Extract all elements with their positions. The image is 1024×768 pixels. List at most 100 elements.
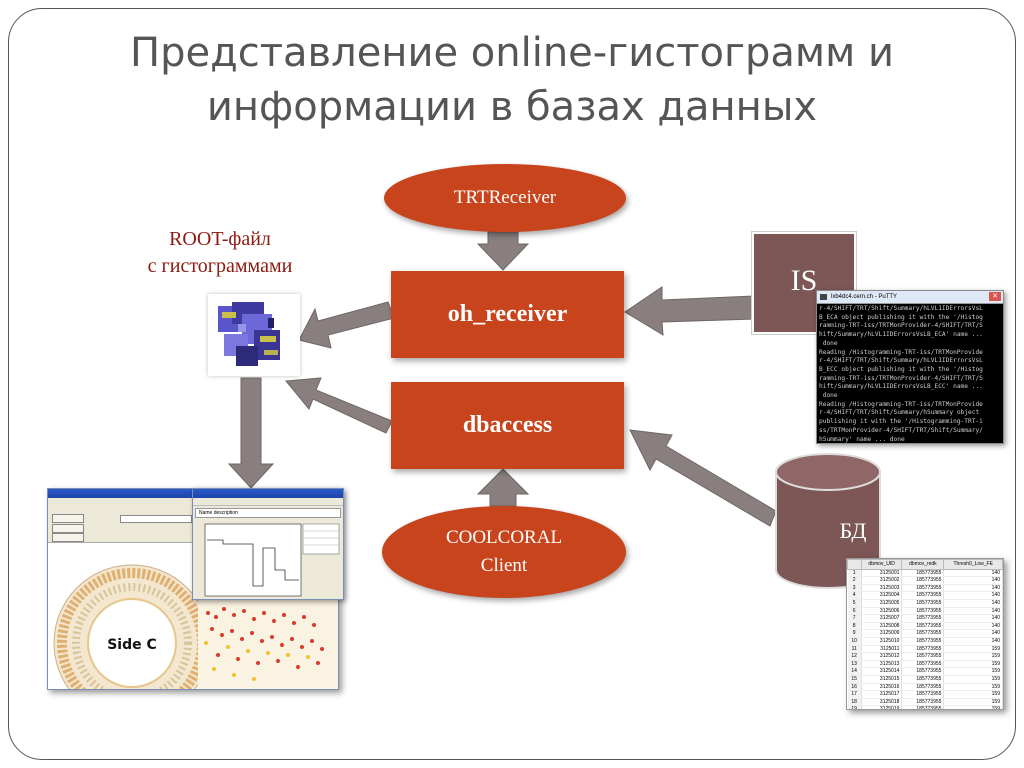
- table-cell: 3125018: [861, 698, 903, 707]
- table-cell: 140: [943, 591, 1003, 600]
- putty-line: r-4/SHIFT/TRT/Shift/Summary/hLVL1IDError…: [819, 357, 983, 365]
- table-cell: 3125003: [861, 584, 903, 593]
- putty-terminal-output: r-4/SHIFT/TRT/Shift/Summary/hLVL1IDError…: [817, 304, 1003, 443]
- table-cell: 185773955: [901, 622, 945, 631]
- table-cell: 140: [943, 599, 1003, 608]
- table-cell: 3125019: [861, 705, 903, 709]
- table-cell: 15: [847, 675, 862, 684]
- putty-line: Reading /Histogramming-TRT-iss/TRTMonPro…: [819, 400, 983, 408]
- arrow-dbaccess-to-root: [285, 377, 393, 434]
- table-cell: 3125005: [861, 599, 903, 608]
- table-cell: 5: [847, 599, 862, 608]
- node-trtreceiver-label: TRTReceiver: [453, 187, 557, 208]
- table-cell: 10: [847, 637, 862, 646]
- title-line-2: информации в базах данных: [206, 84, 818, 130]
- title-line-1: Представление online-гистограмм и: [130, 30, 894, 76]
- table-cell: 9: [847, 629, 862, 638]
- histogram-window: Name description: [192, 488, 344, 600]
- table-cell: 159: [943, 660, 1003, 669]
- table-cell: 185773955: [901, 683, 945, 692]
- table-cell: 159: [943, 683, 1003, 692]
- table-cell: 140: [943, 569, 1003, 578]
- histogram-plot: [204, 523, 340, 597]
- table-cell: 3125013: [861, 660, 903, 669]
- root-file-icon: [208, 294, 300, 376]
- db-table-column-header: dbmov_UID: [860, 559, 903, 570]
- root-file-line2: с гистограммами: [147, 255, 293, 277]
- table-cell: 185773955: [901, 667, 945, 676]
- table-cell: 185773955: [901, 637, 945, 646]
- table-cell: 3125007: [861, 614, 903, 623]
- db-table-column-header: dbmov_redk: [901, 559, 945, 570]
- table-cell: 3125017: [861, 690, 903, 699]
- putty-line: hift/Summary/hLVL1IDErrorsVsLB_ECA' name…: [819, 331, 983, 339]
- node-oh-receiver: oh_receiver: [391, 271, 624, 358]
- putty-line: B_ECC object publishing it with the '/Hi…: [819, 365, 983, 373]
- table-cell: 19: [847, 705, 862, 709]
- viewer-button[interactable]: [52, 533, 84, 542]
- close-icon[interactable]: ✕: [989, 292, 1001, 301]
- viewer-select[interactable]: [120, 515, 192, 523]
- table-cell: 1: [847, 569, 862, 578]
- table-cell: 159: [943, 705, 1003, 709]
- node-db-label: БД: [839, 518, 867, 543]
- table-cell: 3125009: [861, 629, 903, 638]
- table-cell: 185773955: [901, 690, 945, 699]
- table-cell: 3125004: [861, 591, 903, 600]
- table-cell: 185773955: [901, 652, 945, 661]
- root-file-label: ROOT-файл с гистограммами: [110, 226, 330, 280]
- table-cell: 4: [847, 591, 862, 600]
- table-cell: 185773955: [901, 569, 945, 578]
- table-cell: 6: [847, 607, 862, 616]
- putty-window: lxb4dc4.cern.ch - PuTTY ✕ r-4/SHIFT/TRT/…: [816, 290, 1004, 444]
- table-cell: 185773955: [901, 584, 945, 593]
- arrow-coolcoral-to-dbaccess: [476, 468, 530, 507]
- table-cell: 140: [943, 622, 1003, 631]
- slide-title: Представление online-гистограмм и информ…: [0, 26, 1024, 134]
- viewer-button[interactable]: [52, 514, 84, 523]
- table-cell: 3125016: [861, 683, 903, 692]
- table-cell: 13: [847, 660, 862, 669]
- node-dbaccess: dbaccess: [391, 382, 624, 469]
- putty-icon: [820, 294, 827, 300]
- histogram-title: Name description: [199, 510, 238, 516]
- node-coolcoral-line1: COOLCORAL: [445, 527, 563, 548]
- table-cell: 3125011: [861, 645, 903, 654]
- table-cell: 16: [847, 683, 862, 692]
- table-cell: 140: [943, 576, 1003, 585]
- node-oh-receiver-label: oh_receiver: [447, 301, 568, 327]
- putty-line: publishing it with the '/Histogramming-T…: [819, 418, 983, 426]
- putty-titlebar: lxb4dc4.cern.ch - PuTTY ✕: [817, 291, 1003, 304]
- table-cell: 12: [847, 652, 862, 661]
- putty-line: ramming-TRT-iss/TRTMonProvider-4/SHIFT/T…: [819, 322, 983, 330]
- db-table-column-header: [847, 559, 862, 570]
- viewer-button[interactable]: [52, 524, 84, 533]
- table-cell: 18: [847, 698, 862, 707]
- table-cell: 3125012: [861, 652, 903, 661]
- table-cell: 140: [943, 629, 1003, 638]
- table-cell: 159: [943, 675, 1003, 684]
- table-cell: 185773955: [901, 645, 945, 654]
- db-table-column-header: Thresh0_Low_FE: [943, 559, 1003, 570]
- table-cell: 185773955: [901, 675, 945, 684]
- table-cell: 185773955: [901, 576, 945, 585]
- putty-line: ramming-TRT-iss/TRTMonProvider-4/SHIFT/T…: [819, 374, 983, 382]
- node-dbaccess-label: dbaccess: [462, 412, 553, 438]
- putty-line: B_ECA object publishing it with the '/Hi…: [819, 313, 983, 321]
